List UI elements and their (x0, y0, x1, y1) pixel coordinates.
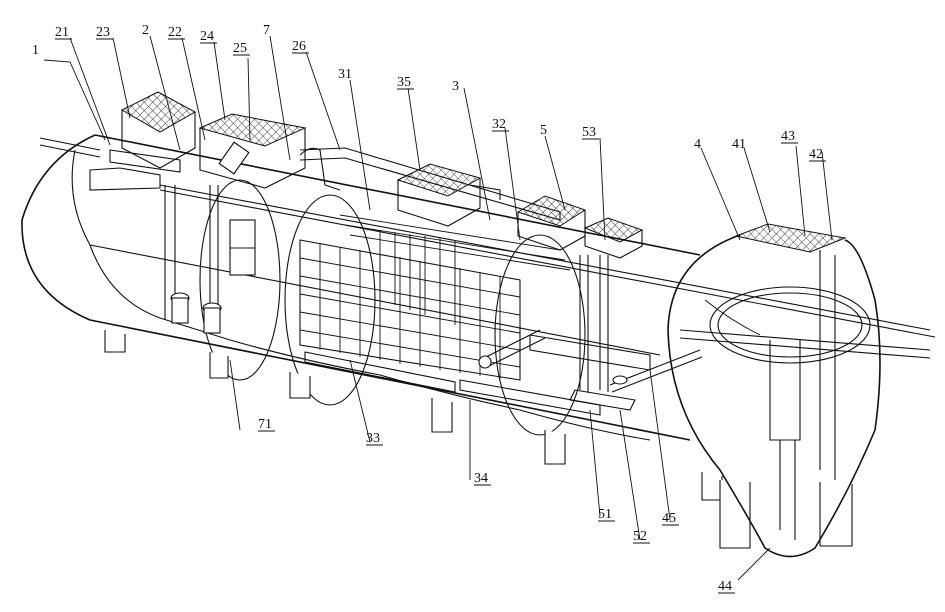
label-33: 33 (366, 431, 380, 446)
label-53: 53 (582, 125, 596, 140)
label-7: 7 (263, 23, 270, 38)
leader-lines (43, 35, 833, 581)
label-1: 1 (32, 43, 39, 58)
top-pipes (39, 137, 936, 338)
label-26: 26 (292, 39, 306, 54)
label-41: 41 (732, 137, 746, 152)
part-labels: 1 21 23 2 22 24 25 7 26 31 35 3 32 5 53 … (32, 23, 823, 594)
label-5: 5 (540, 123, 547, 138)
secondary-tank (667, 234, 931, 558)
label-23: 23 (96, 25, 110, 40)
label-3: 3 (452, 79, 459, 94)
label-31: 31 (338, 67, 352, 82)
label-45: 45 (662, 511, 676, 526)
main-tank (21, 134, 701, 441)
label-51: 51 (598, 507, 612, 522)
label-44: 44 (718, 579, 732, 594)
label-71: 71 (258, 417, 272, 432)
label-4: 4 (694, 137, 701, 152)
label-35: 35 (397, 75, 411, 90)
manhole-covers (120, 91, 847, 253)
label-43: 43 (781, 129, 795, 144)
label-32: 32 (492, 117, 506, 132)
label-2: 2 (142, 23, 149, 38)
stage1-components (89, 149, 256, 334)
label-24: 24 (200, 29, 214, 44)
support-legs (104, 330, 853, 549)
label-34: 34 (474, 471, 488, 486)
label-52: 52 (633, 529, 647, 544)
label-21: 21 (55, 25, 69, 40)
label-42: 42 (809, 147, 823, 162)
label-25: 25 (233, 41, 247, 56)
access-boxes (121, 110, 643, 259)
label-22: 22 (168, 25, 182, 40)
label-underlines (55, 38, 826, 594)
